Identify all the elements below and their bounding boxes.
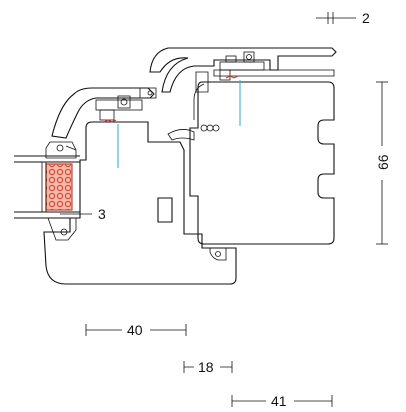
frame-hardware [219,51,265,81]
dimension-height-right: 66 [372,81,392,245]
sash-aluminium-cover [51,87,155,139]
dimension-gap-top: 2 [316,10,370,26]
dimension-sash-width-label: 40 [127,322,143,338]
bottom-drip-gasket [209,247,227,261]
dimension-frame-width: 41 [231,392,333,412]
dimension-gap-top-label: 2 [362,10,370,26]
dimension-sash-width: 40 [85,320,187,340]
sash-profile [43,121,237,285]
dimension-overlap-label: 18 [198,359,214,375]
glazing-seal [45,163,73,211]
frame-aluminium-cover [149,47,337,93]
glazing-unit [14,141,80,241]
dimension-glass-gap-label: 3 [98,206,106,222]
frame-side-gasket [167,83,220,141]
frame-profile [189,81,335,245]
frame-cover-rail [213,69,335,77]
sash-hardware [95,87,157,123]
dimension-height-right-label: 66 [375,154,391,170]
sash-groove [157,197,173,223]
dimension-frame-width-label: 41 [271,393,287,409]
dimension-glass-gap: 3 [60,206,106,222]
frame-cover-clip [195,71,209,93]
dimension-overlap: 18 [183,358,233,378]
